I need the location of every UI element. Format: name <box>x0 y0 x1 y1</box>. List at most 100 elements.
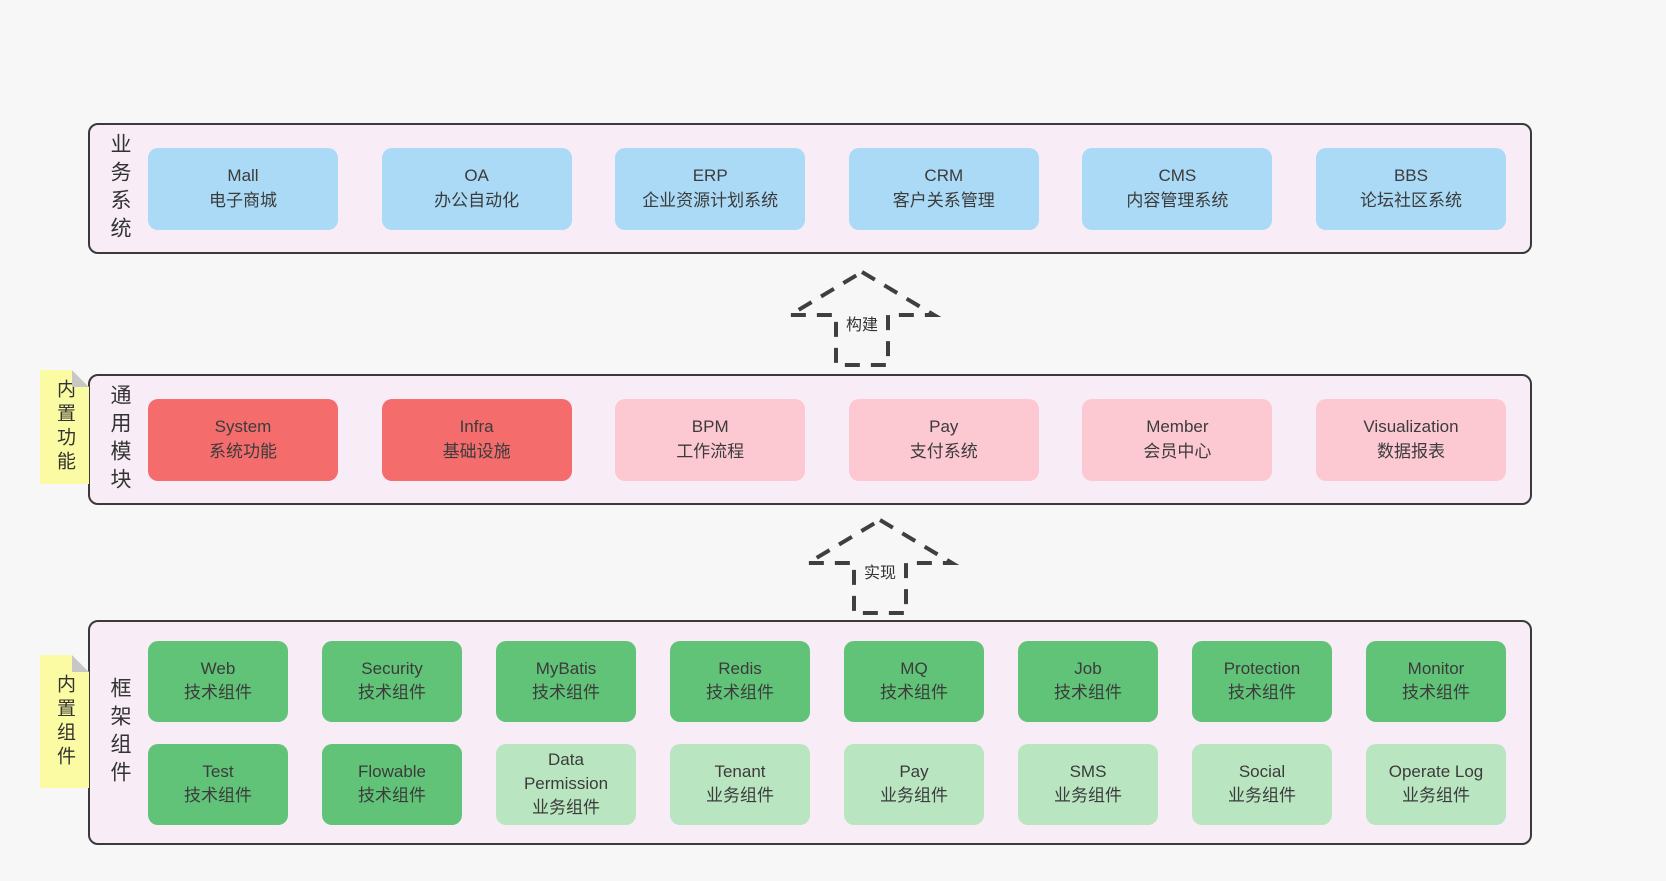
component-subtitle: 业务组件 <box>532 798 600 818</box>
note-built-in-components: 内置组件 <box>40 655 89 788</box>
component-subtitle: 工作流程 <box>676 441 745 461</box>
folded-corner-icon <box>72 655 89 672</box>
component-title: Infra <box>459 417 494 437</box>
component-title: MQ <box>900 658 928 678</box>
block-arrow-up-icon <box>782 269 942 367</box>
component-title: SMS <box>1069 761 1107 781</box>
component-title: Mall <box>227 166 259 186</box>
component-box-visualization: Visualization 数据报表 <box>1315 398 1506 481</box>
component-box-job: Job 技术组件 <box>1018 640 1158 722</box>
component-title: Job <box>1074 658 1102 678</box>
component-subtitle: 电子商城 <box>209 190 277 210</box>
component-box-mybatis: MyBatis 技术组件 <box>496 640 636 722</box>
component-title: Protection <box>1223 658 1301 678</box>
component-subtitle: 技术组件 <box>358 786 426 805</box>
component-title: Visualization <box>1363 417 1459 437</box>
component-subtitle: 业务组件 <box>880 786 948 805</box>
component-box-web: Web 技术组件 <box>148 640 288 722</box>
component-title: BPM <box>691 417 729 437</box>
component-box-test: Test 技术组件 <box>148 743 288 825</box>
component-subtitle: 业务组件 <box>1054 786 1122 805</box>
folded-corner-icon <box>72 370 89 387</box>
component-title: Security <box>361 658 423 678</box>
note-built-in-features: 内置功能 <box>40 370 89 484</box>
component-title: CRM <box>924 166 964 186</box>
component-box-bpm: BPM 工作流程 <box>615 398 806 481</box>
component-title: Monitor <box>1407 658 1465 678</box>
component-box-mall: Mall 电子商城 <box>148 147 338 230</box>
component-box-operate-log: Operate Log 业务组件 <box>1366 743 1506 825</box>
component-subtitle: 技术组件 <box>184 683 252 702</box>
component-box-cms: CMS 内容管理系统 <box>1082 147 1273 230</box>
component-subtitle: 企业资源计划系统 <box>642 190 779 210</box>
component-box-crm: CRM 客户关系管理 <box>848 147 1039 230</box>
component-subtitle: 技术组件 <box>1228 683 1296 702</box>
component-subtitle: 论坛社区系统 <box>1359 190 1462 210</box>
note-built-in-features-label: 内置功能 <box>54 379 75 475</box>
component-title: Social <box>1238 761 1286 781</box>
component-title: Pay <box>899 761 929 781</box>
component-title: Flowable <box>357 761 427 781</box>
component-subtitle: 内容管理系统 <box>1126 190 1229 210</box>
component-box-pay: Pay 支付系统 <box>848 398 1039 481</box>
component-title: ERP <box>692 166 728 186</box>
component-title: CMS <box>1158 166 1197 186</box>
note-built-in-components-label: 内置组件 <box>54 673 75 770</box>
arrow-build: 构建 <box>777 268 947 368</box>
component-box-redis: Redis 技术组件 <box>670 640 810 722</box>
component-subtitle: 基础设施 <box>442 441 511 461</box>
component-box-mq: MQ 技术组件 <box>844 640 984 722</box>
component-subtitle: 技术组件 <box>1054 683 1122 702</box>
arrow-implement: 实现 <box>795 516 965 616</box>
component-box-erp: ERP 企业资源计划系统 <box>615 147 806 230</box>
component-title: Pay <box>929 417 959 437</box>
component-title: Test <box>202 761 234 781</box>
component-subtitle: 业务组件 <box>1402 786 1470 805</box>
component-subtitle: 办公自动化 <box>434 190 520 210</box>
arrow-build-label: 构建 <box>841 310 883 336</box>
component-title: Operate Log <box>1388 761 1484 781</box>
component-title: Data Permission <box>523 749 609 793</box>
component-box-social: Social 业务组件 <box>1192 743 1332 825</box>
arrow-implement-label: 实现 <box>859 558 901 584</box>
component-subtitle: 业务组件 <box>706 786 774 805</box>
component-subtitle: 技术组件 <box>532 683 600 702</box>
component-box-sms: SMS 业务组件 <box>1018 743 1158 825</box>
component-subtitle: 技术组件 <box>184 786 252 805</box>
component-box-system: System 系统功能 <box>148 398 338 481</box>
component-subtitle: 数据报表 <box>1376 441 1445 461</box>
band-label-common-modules: 通用模块 <box>108 383 131 496</box>
component-subtitle: 系统功能 <box>209 441 277 461</box>
component-subtitle: 客户关系管理 <box>892 190 995 210</box>
component-box-pay: Pay 业务组件 <box>844 743 984 825</box>
band-label-framework-components: 框架组件 <box>108 676 131 789</box>
component-subtitle: 支付系统 <box>909 441 978 461</box>
component-title: Redis <box>718 658 762 678</box>
component-box-infra: Infra 基础设施 <box>381 398 572 481</box>
component-title: System <box>214 417 272 437</box>
band-common-modules: 通用模块 System 系统功能 Infra 基础设施 BPM 工作流程 Pay 支付系统 Me… <box>88 374 1532 505</box>
component-subtitle: 业务组件 <box>1228 786 1296 805</box>
component-title: MyBatis <box>535 658 597 678</box>
component-title: Member <box>1146 417 1209 437</box>
component-subtitle: 技术组件 <box>880 683 948 702</box>
band-label-business-systems: 业务系统 <box>108 132 131 245</box>
component-box-protection: Protection 技术组件 <box>1192 640 1332 722</box>
component-title: Web <box>200 658 236 678</box>
component-subtitle: 技术组件 <box>706 683 774 702</box>
component-box-data-permission: Data Permission 业务组件 <box>496 743 636 825</box>
